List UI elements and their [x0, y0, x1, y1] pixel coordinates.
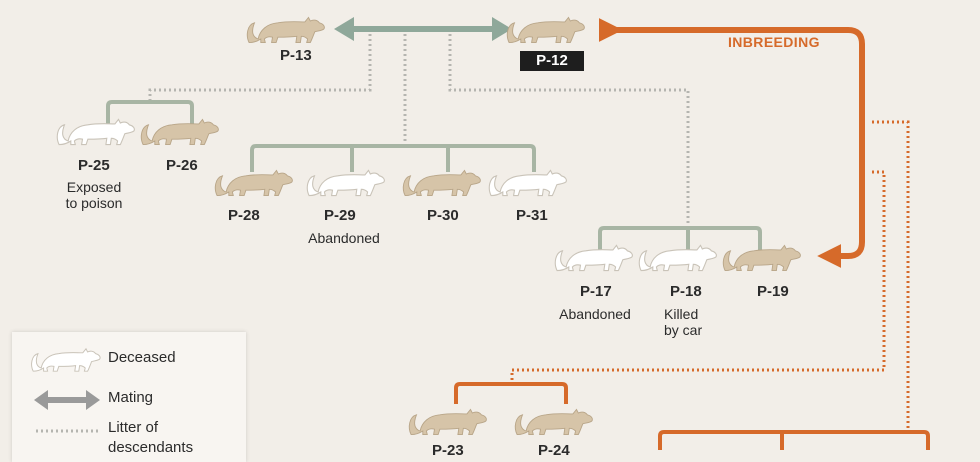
puma-note-p18: Killed by car: [664, 306, 716, 338]
puma-icon: [140, 118, 219, 146]
puma-label-p30: P-30: [427, 207, 459, 224]
puma-label-p12: P-12: [520, 51, 584, 71]
puma-label-p24: P-24: [538, 442, 570, 459]
legend-mating: Mating: [108, 389, 154, 406]
puma-label-p19: P-19: [757, 283, 789, 300]
puma-label-p31: P-31: [516, 207, 548, 224]
family-tree-diagram: [56, 16, 930, 450]
lower-litter-brackets: [454, 382, 930, 450]
legend-deceased: Deceased: [108, 349, 176, 366]
puma-label-p13: P-13: [280, 47, 312, 64]
puma-label-p18: P-18: [670, 283, 702, 300]
puma-note-p25: Exposed to poison: [56, 179, 132, 211]
descendant-dotted-lines: [510, 120, 910, 436]
puma-icon: [506, 16, 585, 44]
puma-icon: [31, 348, 101, 372]
legend: Deceased Mating Litter of descendants: [12, 332, 246, 462]
note-line: by car: [664, 322, 703, 338]
legend-litter-line: Litter of: [108, 419, 159, 436]
puma-note-p29: Abandoned: [308, 230, 380, 246]
legend-icons: [31, 348, 101, 433]
puma-icon: [306, 169, 385, 197]
puma-label-p23: P-23: [432, 442, 464, 459]
note-line: Killed: [664, 306, 699, 322]
puma-icon: [214, 169, 293, 197]
puma-note-p17: Abandoned: [559, 306, 631, 322]
legend-litter: Litter of descendants: [108, 418, 193, 458]
puma-icon: [408, 408, 487, 436]
mating-arrow-icon: [34, 390, 100, 410]
puma-icon: [554, 244, 633, 272]
note-line: to poison: [65, 195, 123, 211]
puma-icon: [246, 16, 325, 44]
legend-litter-line: descendants: [108, 439, 194, 456]
note-line: Exposed: [66, 179, 122, 195]
puma-label-p17: P-17: [580, 283, 612, 300]
inbreeding-label: INBREEDING: [728, 34, 820, 50]
puma-label-p25: P-25: [78, 157, 110, 174]
mating-arrow-icon: [334, 17, 512, 41]
puma-icon: [488, 169, 567, 197]
puma-icon: [638, 244, 717, 272]
puma-icon: [402, 169, 481, 197]
puma-label-p26: P-26: [166, 157, 198, 174]
puma-label-p28: P-28: [228, 207, 260, 224]
inbreeding-arrow-icon: [598, 18, 865, 268]
puma-icon: [56, 118, 135, 146]
puma-icon: [514, 408, 593, 436]
litter-dotted-lines: [148, 34, 690, 228]
puma-label-p29: P-29: [324, 207, 356, 224]
